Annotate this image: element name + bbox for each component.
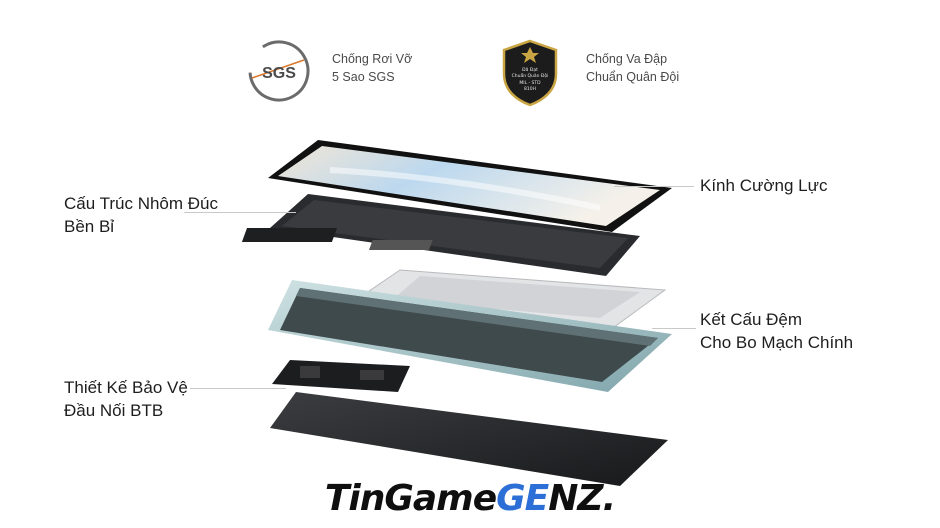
badge-sgs-line2: 5 Sao SGS: [332, 70, 395, 84]
callout-btb-protector: Thiết Kế Bảo Vệ Đầu Nối BTB: [64, 376, 188, 422]
callout-aluminium-frame-line2: Bền Bỉ: [64, 217, 115, 236]
aluminium-frame-layer: [241, 194, 640, 276]
battery-layer: [354, 269, 667, 331]
sgs-drop-icon: SGS: [248, 40, 310, 102]
callout-board-cushion: Kết Cấu Đệm Cho Bo Mạch Chính: [700, 308, 853, 354]
midframe-layer: [268, 280, 672, 392]
callout-board-cushion-line1: Kết Cấu Đệm: [700, 310, 803, 329]
brand-part2: NZ.: [548, 478, 616, 519]
badge-military-line1: Chống Va Đập: [586, 52, 668, 66]
sgs-seal-text: SGS: [262, 65, 296, 82]
badge-military-line2: Chuẩn Quân Đội: [586, 70, 680, 84]
shield-seal-line4: 810H: [524, 86, 536, 92]
back-panel-layer: [270, 392, 668, 486]
callout-line-board: [652, 328, 696, 329]
badge-sgs-line1: Chống Rơi Vỡ: [332, 52, 413, 66]
brand-accent: GE: [496, 478, 549, 519]
military-shield-icon: Đã Đạt Chuẩn Quân Đội MIL - STD 810H: [502, 39, 558, 107]
callout-aluminium-frame-line1: Cấu Trúc Nhôm Đúc: [64, 194, 218, 213]
glass-screen-layer: [268, 140, 672, 232]
callout-line-frame: [184, 212, 296, 213]
callout-aluminium-frame: Cấu Trúc Nhôm Đúc Bền Bỉ: [64, 192, 218, 238]
callout-line-btb: [190, 388, 286, 389]
brand-logo: TinGameGENZ.: [0, 478, 940, 519]
shield-seal-line2: Chuẩn Quân Đội: [512, 72, 549, 79]
shield-seal-line1: Đã Đạt: [522, 67, 538, 73]
callout-btb-protector-line1: Thiết Kế Bảo Vệ: [64, 378, 188, 397]
badge-sgs-text: Chống Rơi Vỡ 5 Sao SGS: [332, 50, 412, 86]
shield-seal-line3: MIL - STD: [519, 80, 541, 86]
callout-btb-protector-line2: Đầu Nối BTB: [64, 401, 164, 420]
callout-board-cushion-line2: Cho Bo Mạch Chính: [700, 333, 854, 352]
brand-part1: TinGame: [324, 478, 497, 519]
badge-military-text: Chống Va Đập Chuẩn Quân Đội: [586, 50, 679, 86]
callout-line-glass: [614, 186, 694, 187]
btb-protector-layer: [272, 360, 410, 392]
callout-tempered-glass: Kính Cường Lực: [700, 174, 827, 197]
callout-tempered-glass-line1: Kính Cường Lực: [700, 176, 828, 195]
